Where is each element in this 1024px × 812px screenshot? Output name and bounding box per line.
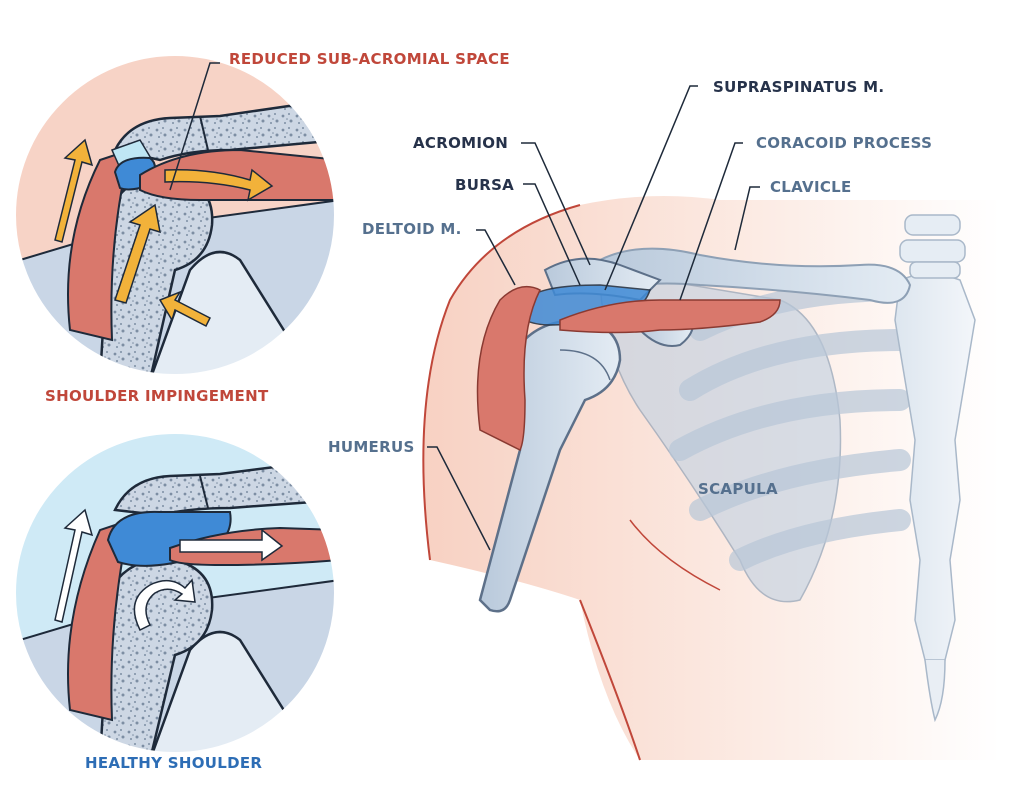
caption-shoulder-impingement: SHOULDER IMPINGEMENT [45,387,269,405]
impingement-inset [15,55,335,375]
healthy-inset [15,433,335,753]
label-clavicle: CLAVICLE [770,178,852,196]
caption-healthy-shoulder: HEALTHY SHOULDER [85,754,263,772]
label-reduced-subacromial-space: REDUCED SUB-ACROMIAL SPACE [229,50,510,68]
label-bursa: BURSA [455,176,515,194]
main-shoulder [169,62,1000,761]
label-deltoid: DELTOID M. [362,220,462,238]
label-coracoid-process: CORACOID PROCESS [756,134,933,152]
impingement-circle-border [14,54,336,376]
label-scapula: SCAPULA [698,480,778,498]
healthy-circle-border [14,432,336,754]
label-supraspinatus: SUPRASPINATUS M. [713,78,885,96]
label-humerus: HUMERUS [328,438,415,456]
label-acromion: ACROMION [413,134,509,152]
